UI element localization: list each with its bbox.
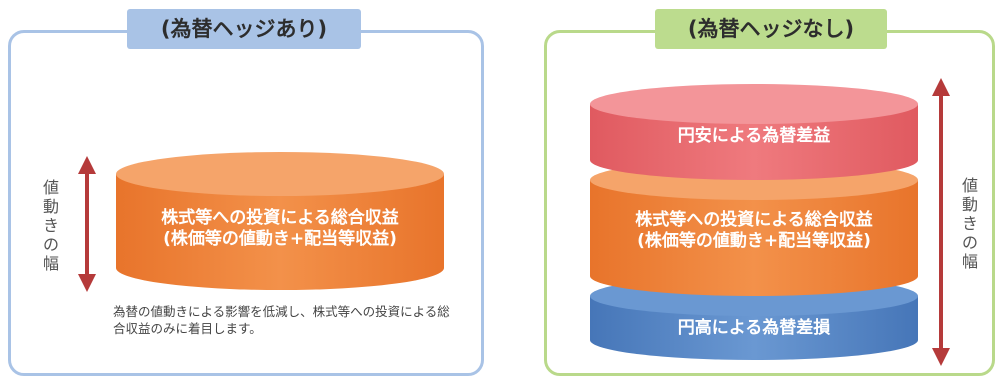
hedged-title: (為替ヘッジあり) [127, 9, 361, 49]
unhedged-line2: (株価等の値動き+配当等収益) [637, 231, 871, 252]
unhedged-middle-text: 株式等への投資による総合収益 (株価等の値動き+配当等収益) [590, 210, 918, 253]
fx-gain-label: 円安による為替差益 [677, 126, 831, 146]
hedged-line2: (株価等の値動き+配当等収益) [163, 229, 397, 250]
hedged-cylinder-text: 株式等への投資による総合収益 (株価等の値動き+配当等収益) [116, 208, 444, 251]
unhedged-range-arrow [932, 78, 950, 366]
unhedged-line1: 株式等への投資による総合収益 [635, 210, 873, 230]
unhedged-title: (為替ヘッジなし) [655, 9, 887, 49]
fx-loss-label: 円高による為替差損 [677, 318, 831, 338]
unhedged-range-label: 値動きの幅 [961, 176, 978, 271]
hedged-range-label: 値動きの幅 [42, 178, 59, 273]
hedged-cylinder [116, 152, 444, 290]
hedged-description: 為替の値動きによる影響を低減し、株式等への投資による総合収益のみに着目します。 [113, 304, 450, 336]
hedged-range-arrow [78, 156, 96, 292]
hedged-line1: 株式等への投資による総合収益 [161, 208, 399, 228]
fx-gain-layer [590, 84, 918, 180]
